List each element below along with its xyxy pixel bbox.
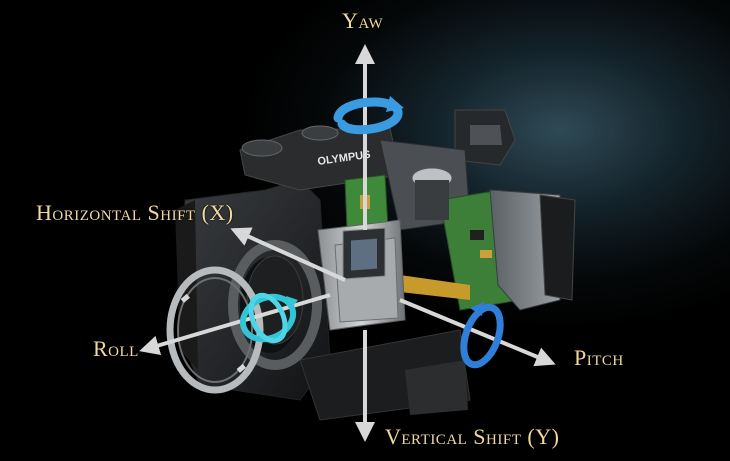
roll-axis-arrow	[139, 293, 331, 356]
vertical-shift-label: Vertical Shift (Y)	[385, 424, 560, 449]
image-stabilizer-unit	[317, 219, 406, 331]
yaw-rotation-icon	[333, 96, 404, 135]
pitch-label: Pitch	[574, 345, 624, 370]
roll-label: Roll	[93, 336, 139, 361]
horizontal-shift-label: Horizontal Shift (X)	[36, 200, 234, 225]
roll-rotation-icon	[239, 292, 298, 344]
pitch-rotation-icon	[460, 302, 504, 369]
axis-arrows	[139, 44, 556, 442]
yaw-label: Yaw	[342, 8, 384, 33]
pitch-axis-arrow	[399, 298, 556, 367]
horizontal-shift-axis-arrow	[230, 227, 346, 282]
